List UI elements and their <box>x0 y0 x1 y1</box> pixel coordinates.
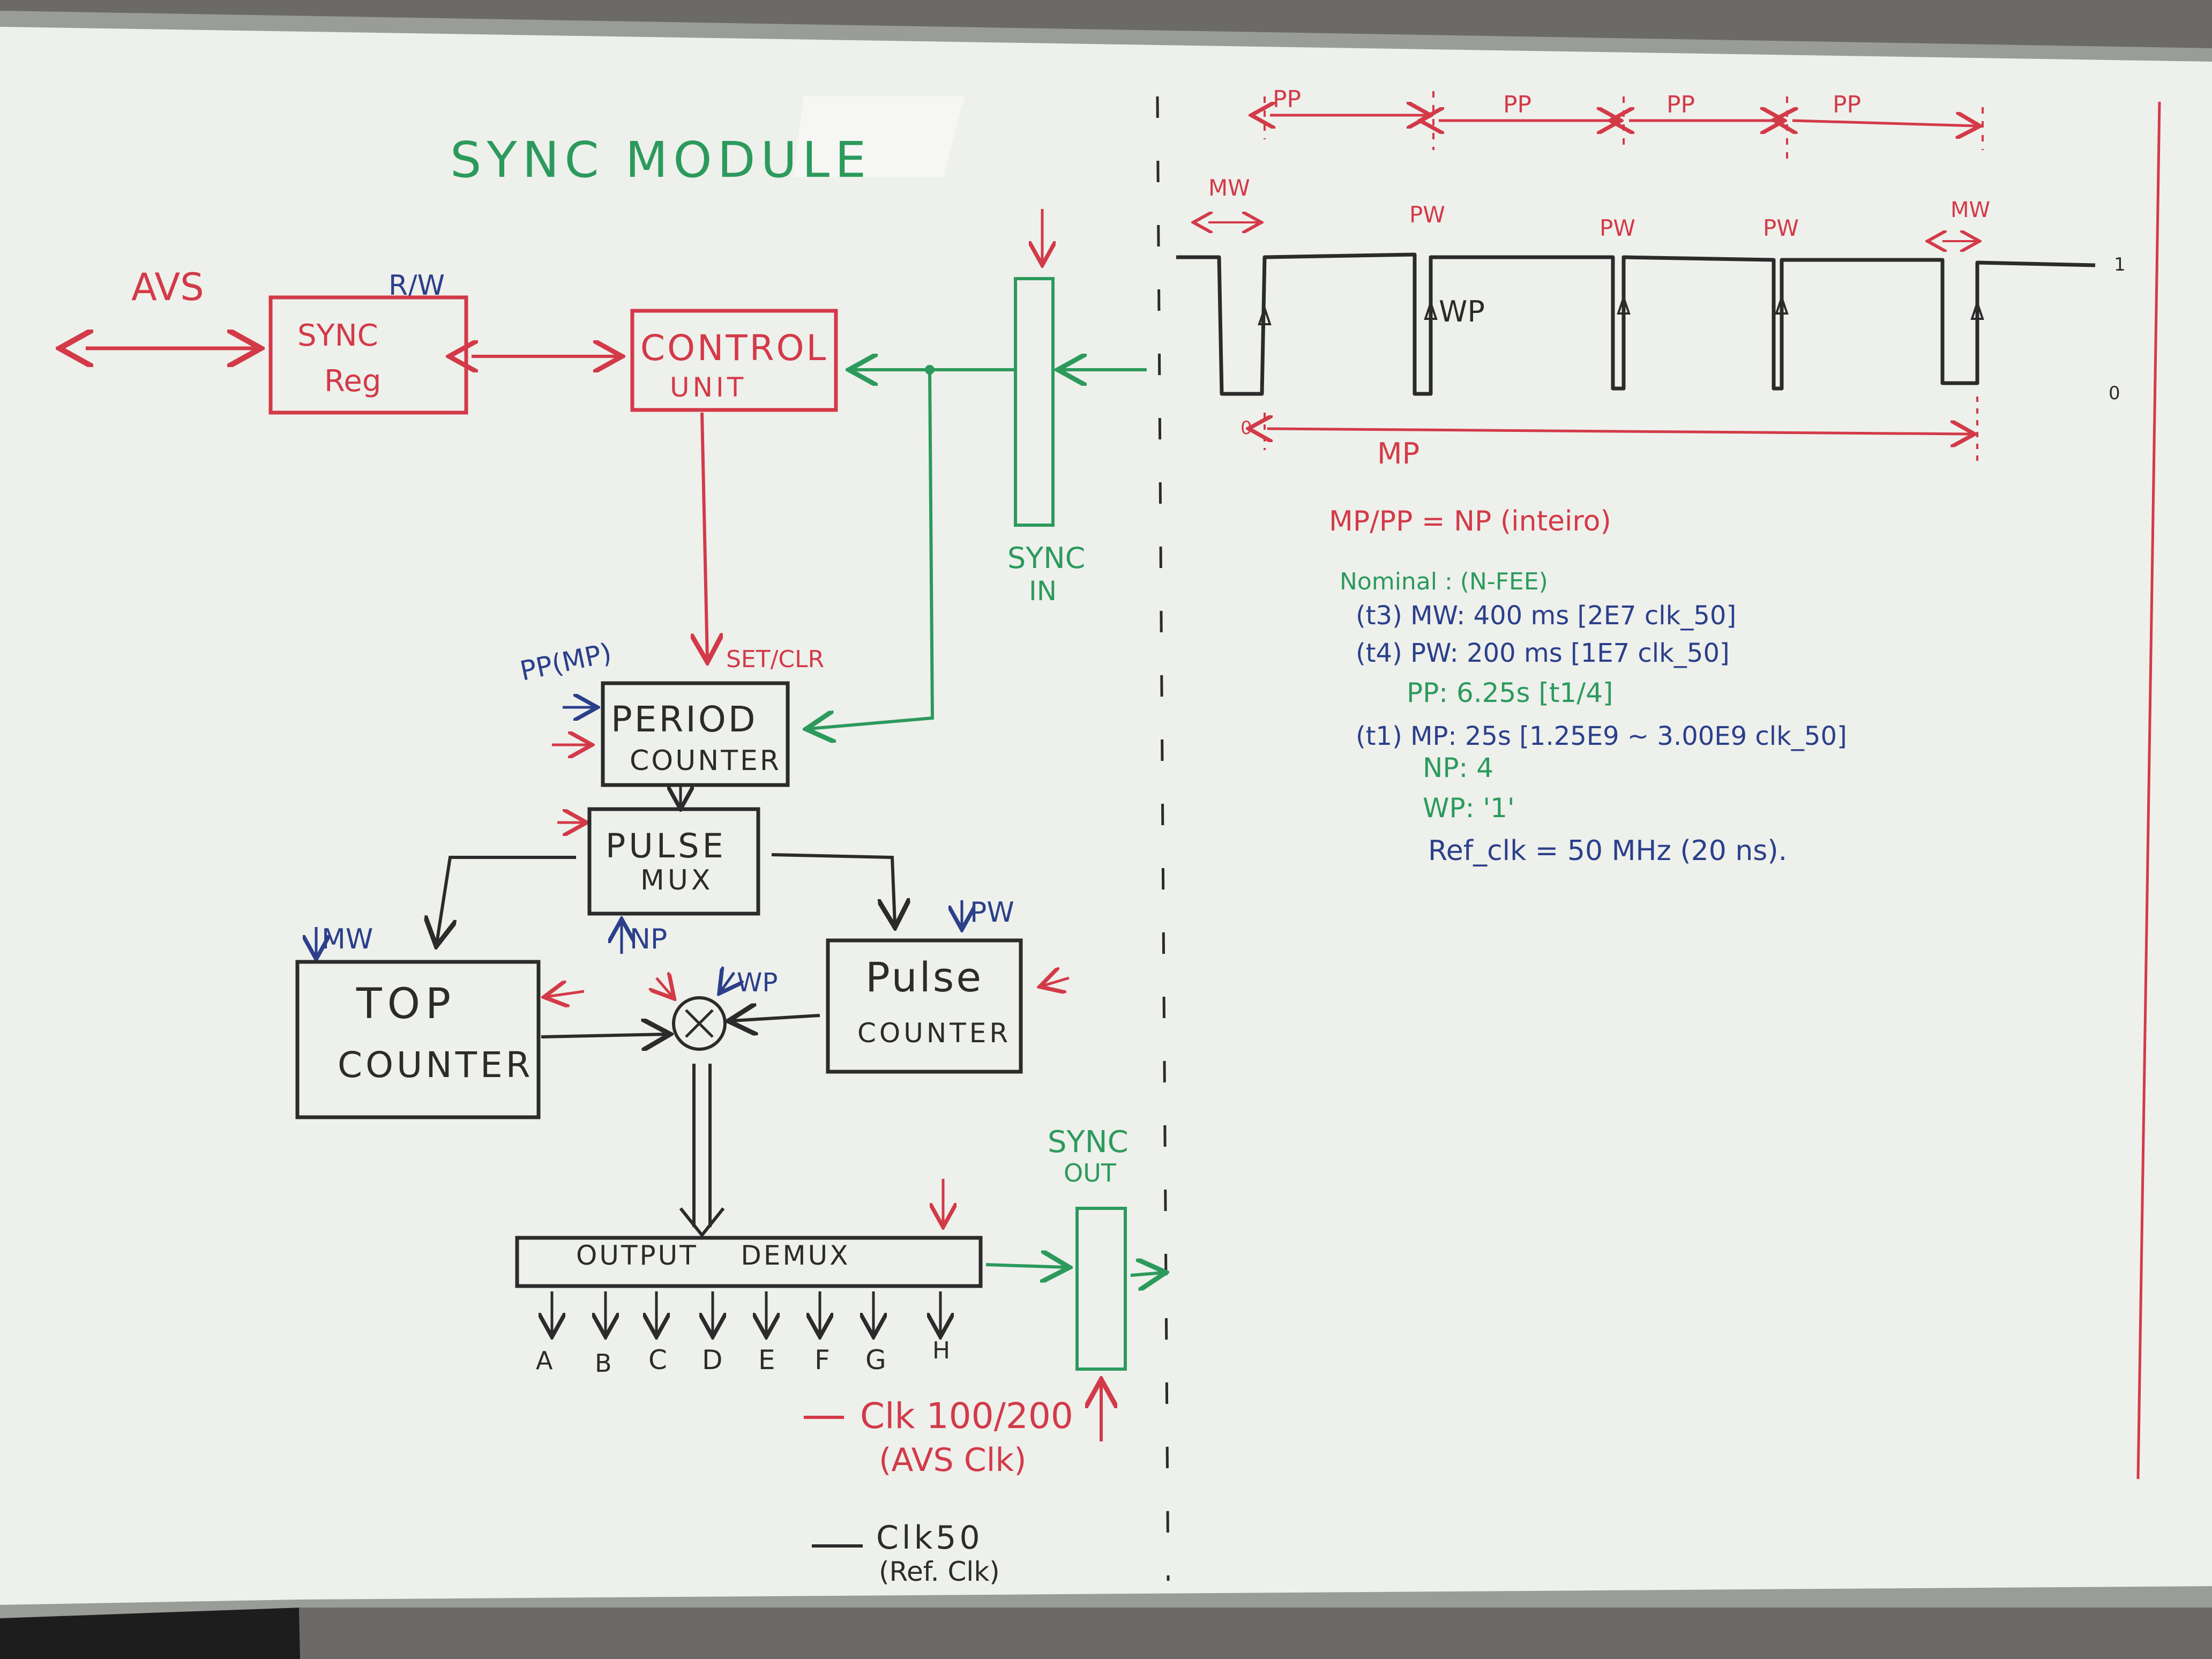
output-c: C <box>648 1344 667 1376</box>
rising-edge-icon <box>1775 294 1789 315</box>
sync-out-box <box>1075 1207 1127 1371</box>
gate-red-arrow <box>656 978 672 997</box>
right-margin-line <box>2136 101 2161 1479</box>
pw-input-label: PW <box>970 896 1014 929</box>
note-ratio: MP/PP = NP (inteiro) <box>1329 505 1611 537</box>
mw-label-right: MW <box>1951 198 1990 222</box>
rising-edge-icon <box>1258 304 1272 325</box>
control-unit-box <box>630 309 838 412</box>
wp-input-arrow <box>721 973 734 991</box>
top-to-gate <box>541 1034 667 1037</box>
pp-label-1: PP <box>1273 86 1301 113</box>
wp-marker-label: WP <box>1439 295 1485 328</box>
demux-output-arrows <box>552 1291 940 1334</box>
note-np: NP: 4 <box>1423 752 1493 783</box>
sync-in-to-period <box>809 369 935 729</box>
mp-label: MP <box>1377 437 1419 470</box>
demux-to-sync-out <box>985 1265 1066 1267</box>
mux-to-pulse <box>771 853 895 924</box>
pulse-to-gate <box>731 1015 820 1021</box>
sync-out-output <box>1130 1273 1163 1275</box>
ref-clk-label: (Ref. Clk) <box>879 1556 1000 1587</box>
top-counter-label-1: TOP <box>356 980 456 1028</box>
mp-origin-label: 0 <box>1240 417 1252 439</box>
note-ref-clk: Ref_clk = 50 MHz (20 ns). <box>1428 835 1787 867</box>
period-counter-label-1: PERIOD <box>611 699 758 740</box>
output-d: D <box>702 1344 723 1376</box>
sync-out-label-1: SYNC <box>1048 1125 1129 1160</box>
control-unit-label-2: UNIT <box>670 372 746 403</box>
pulse-counter-box <box>826 938 1023 1074</box>
mux-to-top <box>437 856 576 943</box>
diagram-title: SYNC MODULE <box>450 131 871 189</box>
mw-label-left: MW <box>1208 175 1250 201</box>
top-counter-label-2: COUNTER <box>338 1044 534 1086</box>
pp-label-3: PP <box>1667 91 1695 118</box>
period-counter-box <box>601 681 790 787</box>
note-pw: (t4) PW: 200 ms [1E7 clk_50] <box>1356 638 1730 668</box>
sync-in-box <box>1014 277 1055 527</box>
rising-edge-icon <box>1617 294 1631 315</box>
timing-waveform <box>1176 252 2096 396</box>
pulse-mux-label-2: MUX <box>640 864 714 896</box>
top-counter-box <box>295 960 541 1119</box>
output-h: H <box>932 1337 950 1364</box>
mp-arrow <box>1267 429 1972 434</box>
pulse-counter-label-2: COUNTER <box>857 1018 1011 1049</box>
sync-reg-label-2: Reg <box>324 364 381 399</box>
rising-edge-icon <box>1424 299 1438 320</box>
output-a: A <box>536 1346 553 1375</box>
glare <box>793 96 965 177</box>
output-demux-box <box>515 1236 983 1288</box>
rising-edge-icon <box>1970 299 1984 320</box>
sync-in-label-2: IN <box>1029 576 1057 607</box>
set-clr-label: SET/CLR <box>726 646 824 673</box>
pulse-mux-box <box>587 807 760 916</box>
period-counter-label-2: COUNTER <box>630 745 781 777</box>
output-b: B <box>595 1349 612 1378</box>
sync-reg-label-1: SYNC <box>297 318 378 353</box>
level-low-label: 0 <box>2109 383 2120 404</box>
divider-line <box>1156 96 1170 1581</box>
wp-input-label: WP <box>737 968 778 998</box>
pp-arrow-4 <box>1792 121 1977 126</box>
pulse-reset-arrow <box>1042 978 1070 986</box>
avs-clk-label: (AVS Clk) <box>879 1441 1027 1479</box>
pw-label-3: PW <box>1763 215 1799 241</box>
junction-dot <box>925 365 935 375</box>
edge-markers <box>1258 294 1984 325</box>
pulse-mux-label-1: PULSE <box>606 826 727 865</box>
note-pp: PP: 6.25s [t1/4] <box>1407 677 1613 708</box>
sync-out-label-2: OUT <box>1064 1159 1117 1187</box>
pw-label-2: PW <box>1600 215 1635 241</box>
clk50-label: Clk50 <box>876 1519 983 1557</box>
np-input-label: NP <box>630 923 667 955</box>
top-reset-arrow <box>547 991 585 997</box>
clk100-label: Clk 100/200 <box>860 1395 1073 1437</box>
pp-label-2: PP <box>1503 91 1531 118</box>
output-f: F <box>814 1344 830 1376</box>
control-to-period <box>702 412 707 659</box>
control-unit-label-1: CONTROL <box>640 327 828 369</box>
level-high-label: 1 <box>2114 254 2126 275</box>
mw-input-label: MW <box>322 923 373 955</box>
pulse-counter-label-1: Pulse <box>865 953 983 1001</box>
note-mw: (t3) MW: 400 ms [2E7 clk_50] <box>1356 601 1736 631</box>
pp-label-4: PP <box>1833 91 1861 118</box>
output-demux-label: OUTPUT DEMUX <box>576 1240 850 1271</box>
pw-label-1: PW <box>1409 201 1445 228</box>
sync-in-label-1: SYNC <box>1007 541 1085 575</box>
note-mp: (t1) MP: 25s [1.25E9 ~ 3.00E9 clk_50] <box>1356 721 1847 751</box>
note-wp: WP: '1' <box>1423 793 1515 824</box>
output-e: E <box>758 1344 775 1376</box>
output-g: G <box>865 1344 886 1376</box>
note-nominal: Nominal : (N-FEE) <box>1340 568 1548 595</box>
avs-label: AVS <box>131 265 204 309</box>
gate-to-demux-head <box>679 1207 725 1238</box>
and-gate-x2 <box>685 1009 714 1038</box>
